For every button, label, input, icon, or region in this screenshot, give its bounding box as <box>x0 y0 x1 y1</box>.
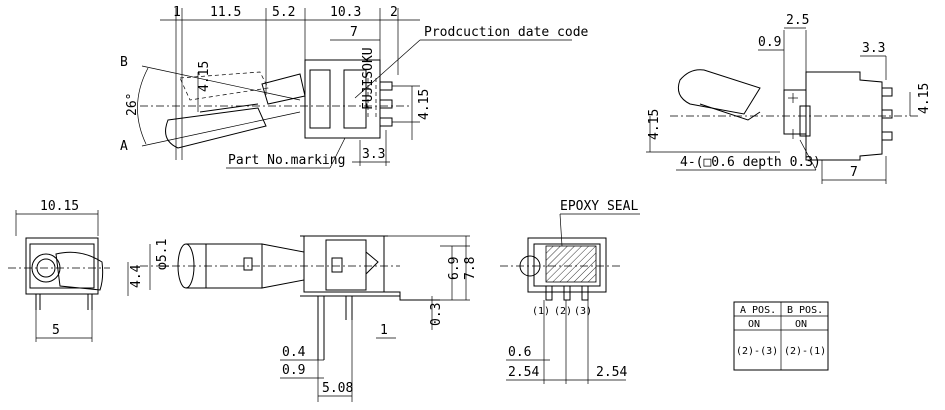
dim-0-9: 0.9 <box>758 35 781 50</box>
dim-top-11-5: 11.5 <box>210 5 241 20</box>
table-contact-a: (2)-(3) <box>736 346 778 357</box>
dim-6-9: 6.9 <box>447 257 462 280</box>
side-view: 4.4 φ5.1 6.9 7.8 0.3 <box>127 235 478 402</box>
dim-5: 5 <box>52 323 60 338</box>
pin-view: EPOXY SEAL (1) (2) (3) 0.6 2.54 2.54 <box>500 199 640 384</box>
maker-marking: FUJISOKU <box>361 47 376 110</box>
pin-label-1: (1) <box>532 306 550 317</box>
top-view: 1 11.5 5.2 10.3 2 7 Prodcuction date cod… <box>120 5 589 169</box>
table-header-a: A POS. <box>740 305 776 316</box>
position-a-label: A <box>120 139 128 154</box>
dim-10-15: 10.15 <box>40 199 79 214</box>
dim-top-2: 2 <box>390 5 398 20</box>
pin-label-3: (3) <box>574 306 592 317</box>
dim-top-5-2: 5.2 <box>272 5 295 20</box>
dim-top-10-3: 10.3 <box>330 5 361 20</box>
dim-0-4: 0.4 <box>282 345 306 360</box>
dim-pin-2-54-right: 2.54 <box>596 365 627 380</box>
dim-7-8: 7.8 <box>463 257 478 280</box>
position-b-label: B <box>120 55 128 70</box>
dim-0-3: 0.3 <box>429 303 444 326</box>
pad-note: 4-(□0.6 depth 0.3) <box>680 155 821 170</box>
part-no-label: Part No.marking <box>228 153 345 168</box>
date-code-label: Prodcuction date code <box>424 25 589 40</box>
dim-3-3-right: 3.3 <box>862 41 885 56</box>
dim-right-4-15-left: 4.15 <box>647 109 662 140</box>
table-header-b: B POS. <box>787 305 823 316</box>
table-contact-b: (2)-(1) <box>784 346 826 357</box>
switch-table: A POS. B POS. ON ON (2)-(3) (2)-(1) <box>733 301 829 371</box>
table-state-b: ON <box>795 319 807 330</box>
pin-label-2: (2) <box>554 306 572 317</box>
dim-top-7: 7 <box>350 25 358 40</box>
dim-right-4-15-top: 4.15 <box>917 83 932 114</box>
dim-0-9-side: 0.9 <box>282 363 305 378</box>
dim-3-3: 3.3 <box>362 147 385 162</box>
dim-pin-2-54-left: 2.54 <box>508 365 539 380</box>
dim-2-5: 2.5 <box>786 13 809 28</box>
dim-top-1: 1 <box>173 5 181 20</box>
angle-label: 26° <box>125 93 140 116</box>
end-view: 10.15 5 <box>8 199 110 342</box>
dim-phi-5-1: φ5.1 <box>155 239 170 270</box>
dim-5-08: 5.08 <box>322 381 353 396</box>
dim-lever-4-15: 4.15 <box>197 61 212 92</box>
epoxy-label: EPOXY SEAL <box>560 199 638 214</box>
right-view: 2.5 0.9 3.3 4.15 4.15 7 <box>646 13 932 184</box>
dim-terminal-4-15: 4.15 <box>417 89 432 120</box>
dim-pin-0-6: 0.6 <box>508 345 531 360</box>
dim-right-7: 7 <box>850 165 858 180</box>
dim-1: 1 <box>380 323 388 338</box>
table-state-a: ON <box>748 319 760 330</box>
dim-4-4: 4.4 <box>129 264 144 288</box>
